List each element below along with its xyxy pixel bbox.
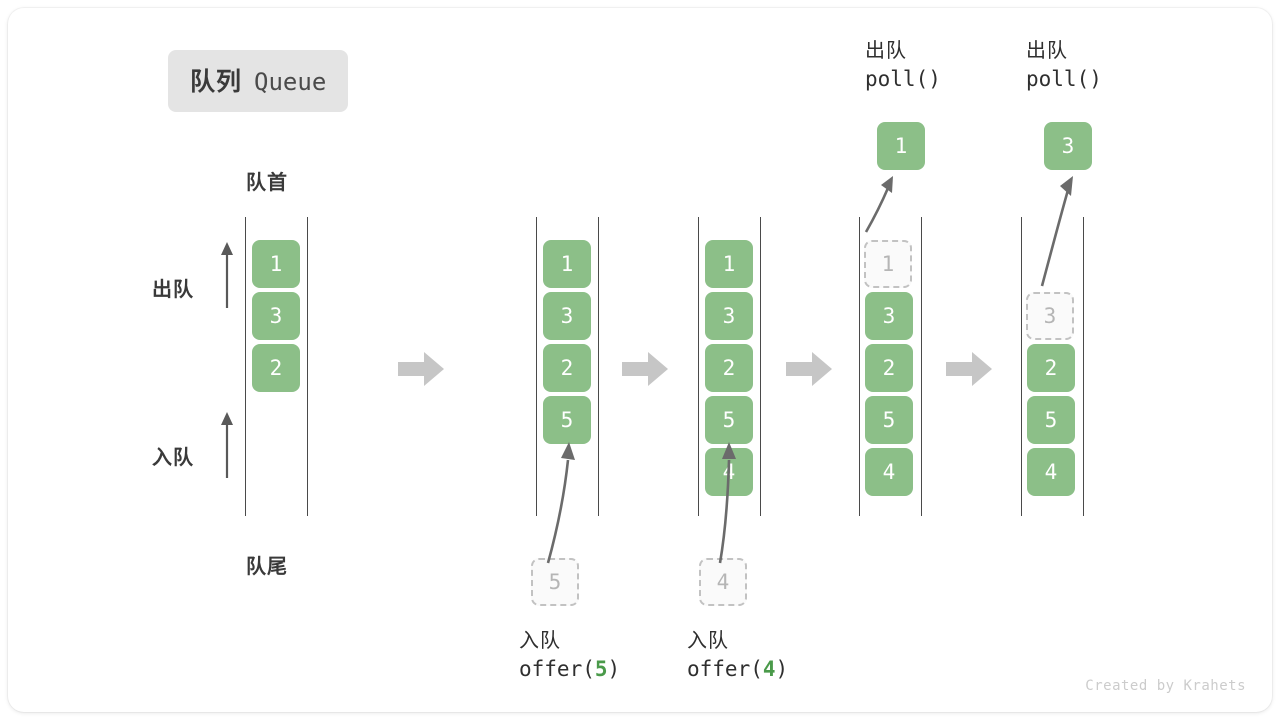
- queue-head-label: 队首: [246, 172, 288, 194]
- caption-cn-2: 入队: [519, 630, 561, 652]
- queue-tail-label: 队尾: [246, 556, 288, 578]
- caption-code-5: poll(): [1026, 67, 1102, 91]
- queue-rail-right-3: [760, 217, 761, 516]
- queue-element: 1: [252, 240, 300, 288]
- ghost-element: 1: [864, 240, 912, 288]
- queue-rail-left-3: [698, 217, 699, 516]
- poll-arrow-5-icon: [1036, 176, 1080, 287]
- ghost-element: 5: [531, 558, 579, 606]
- popped-box-1: 1: [877, 122, 925, 170]
- queue-rail-right-2: [598, 217, 599, 516]
- queue-element: 3: [252, 292, 300, 340]
- queue-element: 2: [865, 344, 913, 392]
- queue-element: 5: [865, 396, 913, 444]
- queue-rail-right-1: [307, 217, 308, 516]
- queue-element: 3: [865, 292, 913, 340]
- queue-element: 3: [543, 292, 591, 340]
- queue-rail-left-1: [245, 217, 246, 516]
- caption-code-3: offer(4): [687, 657, 789, 681]
- title-cn: 队列: [190, 68, 243, 96]
- queue-element: 2: [705, 344, 753, 392]
- ghost-box-poll-1: 1: [864, 240, 912, 288]
- dequeue-label: 出队: [152, 279, 194, 301]
- ghost-box-offer-5: 5: [531, 558, 579, 606]
- title-en: Queue: [254, 68, 327, 96]
- ghost-box-offer-4: 4: [699, 558, 747, 606]
- caption-code-4: poll(): [865, 67, 941, 91]
- queue-element: 1: [543, 240, 591, 288]
- poll-arrow-4-icon: [860, 176, 900, 233]
- queue-rail-right-5: [1083, 217, 1084, 516]
- ghost-element: 3: [1026, 292, 1074, 340]
- caption-poll-1: 出队 poll(): [865, 38, 941, 93]
- dequeue-arrow-icon: [220, 242, 234, 308]
- queue-element: 3: [705, 292, 753, 340]
- caption-offer-5: 入队 offer(5): [519, 628, 620, 683]
- separator-arrow-3: [786, 352, 832, 386]
- popped-box-3: 3: [1044, 122, 1092, 170]
- queue-rail-left-5: [1021, 217, 1022, 516]
- caption-offer-4: 入队 offer(4): [687, 628, 788, 683]
- queue-rail-left-4: [859, 217, 860, 516]
- queue-element: 2: [543, 344, 591, 392]
- caption-cn-5: 出队: [1026, 40, 1068, 62]
- queue-element: 5: [705, 396, 753, 444]
- ghost-box-poll-3: 3: [1026, 292, 1074, 340]
- separator-arrow-4: [946, 352, 992, 386]
- offer-arrow-2-icon: [542, 438, 578, 564]
- queue-element: 5: [1027, 396, 1075, 444]
- queue-element: 4: [1027, 448, 1075, 496]
- caption-poll-3: 出队 poll(): [1026, 38, 1102, 93]
- ghost-element: 4: [699, 558, 747, 606]
- queue-rail-left-2: [536, 217, 537, 516]
- credit-text: Created by Krahets: [1085, 678, 1246, 694]
- queue-element: 2: [1027, 344, 1075, 392]
- queue-element: 5: [543, 396, 591, 444]
- separator-arrow-2: [622, 352, 668, 386]
- caption-cn-4: 出队: [865, 40, 907, 62]
- caption-cn-3: 入队: [687, 630, 729, 652]
- offer-arrow-3-icon: [714, 438, 750, 564]
- enqueue-label: 入队: [152, 447, 194, 469]
- queue-element: 2: [252, 344, 300, 392]
- separator-arrow-1: [398, 352, 444, 386]
- caption-code-2: offer(5): [519, 657, 621, 681]
- title-badge: 队列 Queue: [168, 50, 349, 112]
- queue-element: 1: [705, 240, 753, 288]
- queue-element: 4: [865, 448, 913, 496]
- queue-rail-right-4: [921, 217, 922, 516]
- enqueue-arrow-icon: [220, 412, 234, 478]
